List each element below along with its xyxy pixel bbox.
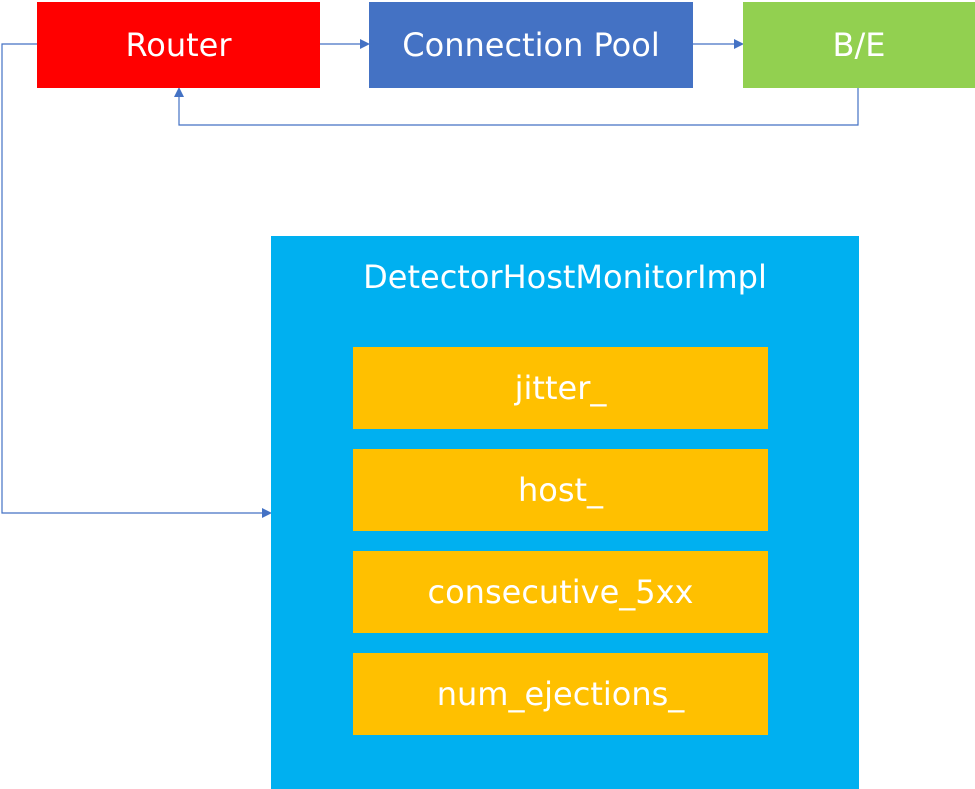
connection-pool-node: Connection Pool [369, 2, 693, 88]
field-label: host_ [517, 471, 604, 509]
backend-node: B/E [743, 2, 975, 88]
field-jitter: jitter_ [353, 347, 768, 429]
connection-pool-label: Connection Pool [402, 26, 660, 64]
backend-label: B/E [832, 26, 886, 64]
field-num-ejections: num_ejections_ [353, 653, 768, 735]
field-label: consecutive_5xx [427, 573, 694, 611]
edge-router-to-monitor [1, 43, 272, 518]
router-label: Router [125, 26, 232, 64]
field-label: num_ejections_ [436, 675, 685, 713]
router-node: Router [37, 2, 320, 88]
field-host: host_ [353, 449, 768, 531]
edge-backend-to-router [174, 87, 859, 126]
detector-host-monitor-node: DetectorHostMonitorImpl jitter_ host_ co… [271, 236, 859, 789]
field-label: jitter_ [514, 369, 607, 407]
field-consecutive-5xx: consecutive_5xx [353, 551, 768, 633]
detector-host-monitor-title: DetectorHostMonitorImpl [363, 258, 767, 296]
